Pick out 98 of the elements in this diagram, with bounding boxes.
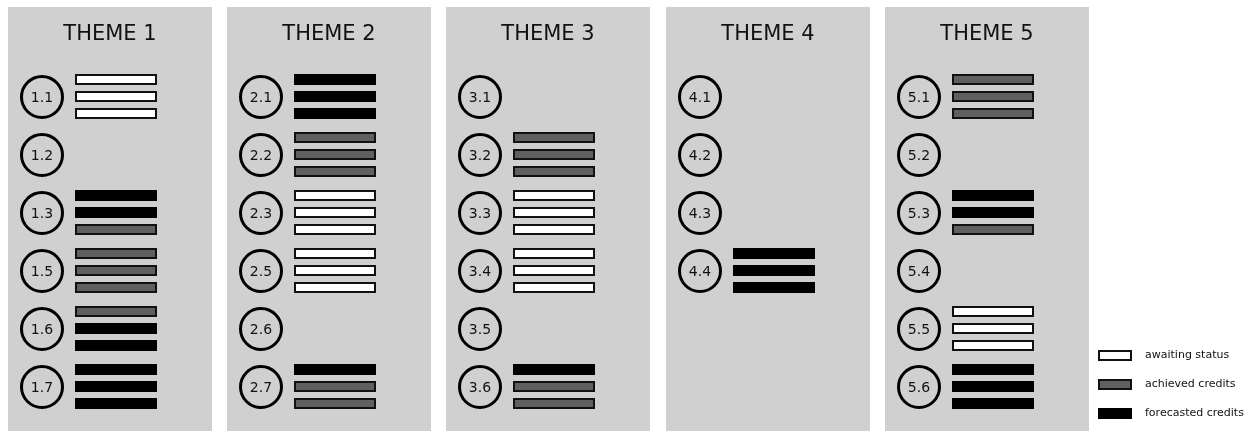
status-bar — [513, 265, 595, 276]
number-circle: 5.3 — [897, 191, 941, 235]
status-bar — [513, 207, 595, 218]
number-circle: 2.1 — [239, 75, 283, 119]
status-bar — [513, 248, 595, 259]
number-circle: 1.1 — [20, 75, 64, 119]
number-circle: 2.6 — [239, 307, 283, 351]
number-circle: 3.1 — [458, 75, 502, 119]
status-bar — [294, 190, 376, 201]
number-circle: 3.2 — [458, 133, 502, 177]
number-circle: 4.2 — [678, 133, 722, 177]
status-bar — [952, 398, 1034, 409]
legend-label: awaiting status — [1145, 348, 1230, 361]
status-bar — [513, 224, 595, 235]
number-circle: 4.1 — [678, 75, 722, 119]
theme-title: THEME 4 — [720, 21, 816, 45]
status-bar — [513, 364, 595, 375]
number-circle: 5.6 — [897, 365, 941, 409]
theme-title: THEME 2 — [281, 21, 377, 45]
status-bar — [75, 306, 157, 317]
status-bar — [952, 74, 1034, 85]
number-circle: 5.5 — [897, 307, 941, 351]
status-bar — [75, 190, 157, 201]
status-bar — [75, 381, 157, 392]
status-bar — [294, 207, 376, 218]
status-bar — [952, 190, 1034, 201]
theme-panel — [666, 7, 870, 431]
status-bar — [733, 248, 815, 259]
status-bar — [75, 207, 157, 218]
number-circle: 2.5 — [239, 249, 283, 293]
status-bar — [75, 364, 157, 375]
legend-label: forecasted credits — [1145, 406, 1244, 419]
status-bar — [952, 306, 1034, 317]
number-circle: 2.7 — [239, 365, 283, 409]
status-bar — [952, 364, 1034, 375]
status-bar — [513, 282, 595, 293]
number-circle: 1.7 — [20, 365, 64, 409]
status-bar — [75, 224, 157, 235]
number-circle: 3.6 — [458, 365, 502, 409]
number-circle: 2.2 — [239, 133, 283, 177]
theme-panel — [227, 7, 431, 431]
status-bar — [294, 265, 376, 276]
status-bar — [952, 323, 1034, 334]
status-bar — [75, 74, 157, 85]
number-circle: 2.3 — [239, 191, 283, 235]
number-circle: 1.6 — [20, 307, 64, 351]
status-bar — [513, 190, 595, 201]
status-bar — [294, 224, 376, 235]
status-bar — [294, 248, 376, 259]
status-bar — [294, 108, 376, 119]
status-bar — [294, 166, 376, 177]
number-circle: 1.3 — [20, 191, 64, 235]
number-circle: 4.3 — [678, 191, 722, 235]
theme-title: THEME 3 — [500, 21, 596, 45]
status-bar — [75, 265, 157, 276]
status-bar — [75, 340, 157, 351]
status-bar — [294, 91, 376, 102]
status-bar — [75, 248, 157, 259]
status-bar — [952, 108, 1034, 119]
status-bar — [294, 282, 376, 293]
status-bar — [733, 265, 815, 276]
theme-panel — [8, 7, 212, 431]
status-bar — [75, 91, 157, 102]
status-bar — [75, 323, 157, 334]
status-bar — [294, 364, 376, 375]
status-bar — [294, 398, 376, 409]
status-bar — [952, 340, 1034, 351]
status-bar — [513, 166, 595, 177]
status-bar — [75, 282, 157, 293]
status-bar — [75, 398, 157, 409]
status-bar — [75, 108, 157, 119]
number-circle: 5.2 — [897, 133, 941, 177]
status-bar — [294, 74, 376, 85]
status-bar — [952, 207, 1034, 218]
number-circle: 3.4 — [458, 249, 502, 293]
status-bar — [513, 132, 595, 143]
status-bar — [294, 149, 376, 160]
number-circle: 1.5 — [20, 249, 64, 293]
legend-label: achieved credits — [1145, 377, 1236, 390]
theme-title: THEME 5 — [939, 21, 1035, 45]
status-bar — [952, 381, 1034, 392]
status-bar — [952, 224, 1034, 235]
number-circle: 4.4 — [678, 249, 722, 293]
number-circle: 3.3 — [458, 191, 502, 235]
status-bar — [513, 149, 595, 160]
status-bar — [513, 398, 595, 409]
theme-panel — [885, 7, 1089, 431]
theme-title: THEME 1 — [62, 21, 158, 45]
status-bar — [294, 381, 376, 392]
number-circle: 5.4 — [897, 249, 941, 293]
status-bar — [952, 91, 1034, 102]
theme-panel — [446, 7, 650, 431]
number-circle: 1.2 — [20, 133, 64, 177]
status-bar — [513, 381, 595, 392]
number-circle: 5.1 — [897, 75, 941, 119]
number-circle: 3.5 — [458, 307, 502, 351]
status-bar — [294, 132, 376, 143]
status-bar — [733, 282, 815, 293]
